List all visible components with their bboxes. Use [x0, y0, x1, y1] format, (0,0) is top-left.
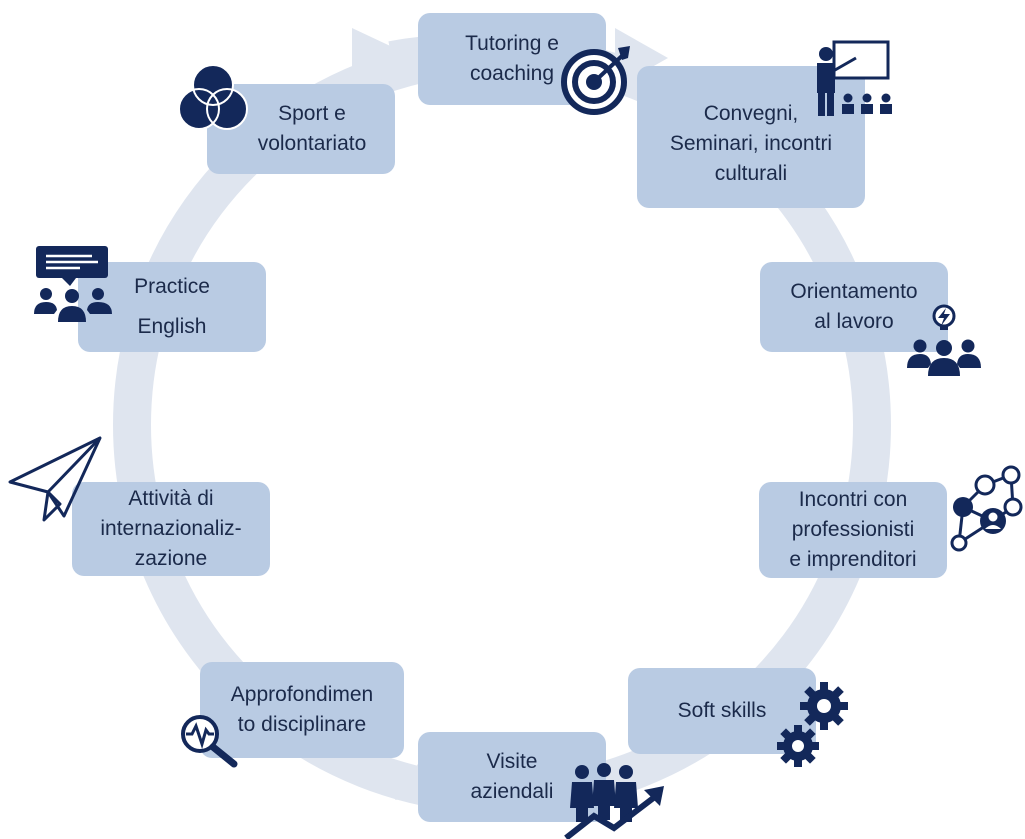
node-label: Approfondimen [230, 683, 374, 706]
node-label: professionisti [791, 518, 915, 541]
gears-icon [776, 680, 852, 772]
node-label: Attività di [128, 487, 214, 510]
node-label: aziendali [470, 780, 554, 803]
node-label: coaching [469, 62, 555, 85]
node-label: volontariato [257, 132, 367, 155]
node-label: e imprenditori [789, 548, 917, 571]
node-label: English [137, 315, 207, 338]
node-label: culturali [714, 162, 788, 185]
node-tutoring: Tutoring e coaching [418, 13, 606, 105]
ring-arrowhead [352, 28, 420, 95]
magnifier-icon [178, 712, 240, 768]
chat-group-icon [32, 244, 114, 324]
node-label: Visite [486, 750, 538, 773]
presentation-icon [812, 40, 902, 118]
node-label: al lavoro [814, 310, 894, 333]
team-idea-icon [904, 302, 984, 378]
node-label: Soft skills [677, 699, 767, 722]
ring-arrowhead [615, 28, 668, 88]
node-incontri: Incontri con professionisti e imprenditori [759, 482, 947, 578]
node-internazionalizzazione: Attività di internazionaliz-zazione [72, 482, 270, 576]
paper-plane-icon [8, 436, 104, 522]
node-label: internazionaliz- [100, 517, 242, 540]
circles-icon [175, 63, 251, 133]
node-label: Tutoring e [465, 32, 559, 55]
node-label: Incontri con [798, 488, 908, 511]
node-label: Orientamento [790, 280, 918, 303]
growth-people-icon [564, 762, 668, 839]
node-approfondimento: Approfondimen to disciplinare [200, 662, 404, 758]
node-label: Sport e [278, 102, 346, 125]
node-softskills: Soft skills [628, 668, 816, 754]
network-icon [945, 465, 1025, 553]
node-label: to disciplinare [237, 713, 367, 736]
node-label: zazione [134, 547, 208, 570]
node-orientamento: Orientamento al lavoro [760, 262, 948, 352]
target-icon [560, 44, 636, 116]
node-label: Practice [134, 275, 210, 298]
node-label: Seminari, incontri [669, 132, 833, 155]
node-label: Convegni, [703, 102, 799, 125]
